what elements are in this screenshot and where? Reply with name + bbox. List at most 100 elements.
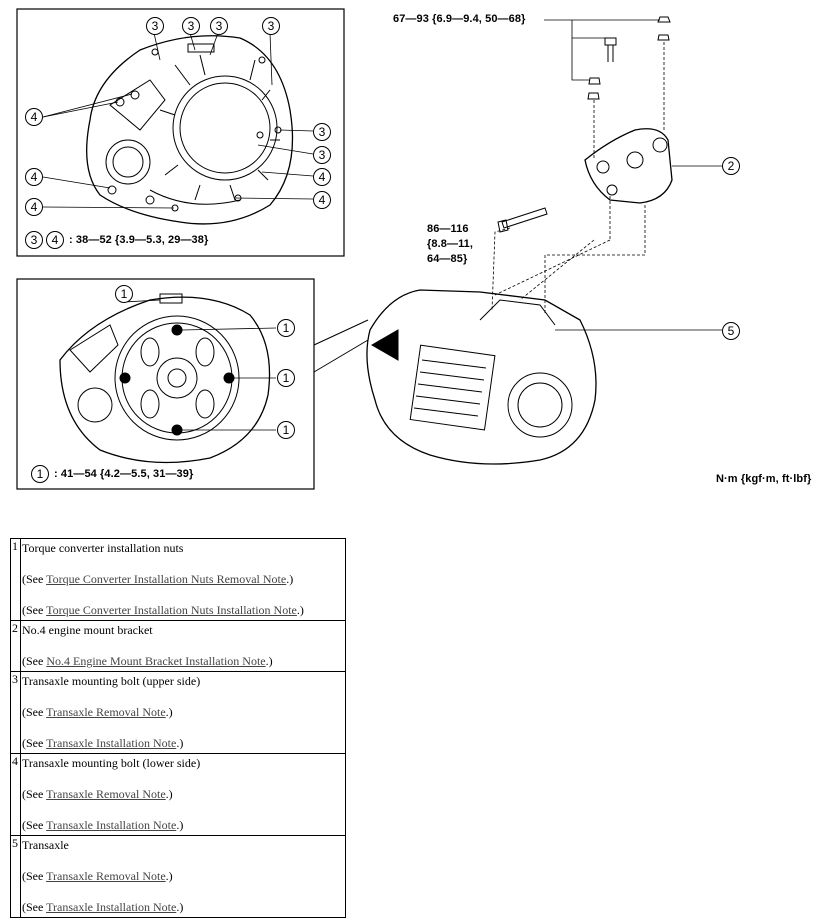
part-name: Transaxle bbox=[22, 838, 69, 852]
converter-housing-drawing bbox=[86, 35, 294, 225]
part-number: 5 bbox=[10, 835, 21, 918]
bolt-nut-drawings bbox=[497, 16, 671, 233]
part-description: Torque converter installation nuts (See T… bbox=[20, 538, 346, 621]
spacer bbox=[22, 556, 345, 571]
part-description: No.4 engine mount bracket (See No.4 Engin… bbox=[20, 620, 346, 672]
spacer bbox=[22, 587, 345, 602]
spacer bbox=[22, 771, 345, 786]
note-link[interactable]: No.4 Engine Mount Bracket Installation N… bbox=[46, 654, 266, 668]
see-reference: (See Torque Converter Installation Nuts … bbox=[22, 602, 345, 618]
exploded-view-diagram: 3 3 3 3 4 3 3 4 4 4 4 3 4 : 38—52 {3.9—5… bbox=[16, 8, 812, 490]
marker-4: 4 bbox=[25, 198, 43, 216]
part-description: Transaxle mounting bolt (lower side) (See… bbox=[20, 753, 346, 836]
marker-3: 3 bbox=[313, 123, 331, 141]
marker-3: 3 bbox=[262, 17, 280, 35]
marker-1: 1 bbox=[277, 421, 295, 439]
see-prefix: (See bbox=[22, 654, 47, 668]
see-suffix: .) bbox=[265, 654, 273, 668]
marker-4: 4 bbox=[25, 168, 43, 186]
see-prefix: (See bbox=[22, 705, 47, 719]
see-suffix: .) bbox=[176, 900, 184, 914]
see-prefix: (See bbox=[22, 736, 47, 750]
part-number: 4 bbox=[10, 753, 21, 836]
marker-3: 3 bbox=[182, 17, 200, 35]
see-suffix: .) bbox=[165, 787, 173, 801]
see-reference: (See Transaxle Removal Note.) bbox=[22, 704, 345, 720]
see-reference: (See Transaxle Removal Note.) bbox=[22, 786, 345, 802]
marker-5: 5 bbox=[722, 322, 740, 340]
upper-bolt-torque-c: 64—85} bbox=[427, 253, 468, 265]
part-description: Transaxle mounting bolt (upper side) (See… bbox=[20, 671, 346, 754]
note-link[interactable]: Transaxle Installation Note bbox=[46, 736, 177, 750]
see-prefix: (See bbox=[22, 787, 47, 801]
marker-3: 3 bbox=[313, 146, 331, 164]
lower-detail-frame bbox=[16, 278, 315, 490]
upper-detail-frame bbox=[16, 8, 345, 257]
see-reference: (See Transaxle Installation Note.) bbox=[22, 817, 345, 833]
see-reference: (See Transaxle Removal Note.) bbox=[22, 868, 345, 884]
note-link[interactable]: Transaxle Removal Note bbox=[46, 869, 166, 883]
spacer bbox=[22, 884, 345, 899]
bolts-3-4-torque: : 38—52 {3.9—5.3, 29—38} bbox=[69, 234, 209, 246]
part-name: No.4 engine mount bracket bbox=[22, 623, 153, 637]
spacer bbox=[22, 638, 345, 653]
see-reference: (See Transaxle Installation Note.) bbox=[22, 899, 345, 915]
upper-bolt-torque-a: 86—116 bbox=[427, 223, 469, 235]
spacer bbox=[22, 802, 345, 817]
marker-2: 2 bbox=[722, 157, 740, 175]
marker-1: 1 bbox=[31, 465, 49, 483]
engine-mount-bracket-drawing bbox=[584, 128, 673, 204]
see-suffix: .) bbox=[176, 818, 184, 832]
part-name: Transaxle mounting bolt (upper side) bbox=[22, 674, 201, 688]
spacer bbox=[22, 853, 345, 868]
nuts-1-torque: : 41—54 {4.2—5.5, 31—39} bbox=[54, 468, 194, 480]
part-number: 1 bbox=[10, 538, 21, 621]
see-suffix: .) bbox=[176, 736, 184, 750]
note-link[interactable]: Transaxle Removal Note bbox=[46, 705, 166, 719]
marker-4: 4 bbox=[313, 168, 331, 186]
see-reference: (See Torque Converter Installation Nuts … bbox=[22, 571, 345, 587]
marker-4: 4 bbox=[313, 191, 331, 209]
marker-1: 1 bbox=[277, 369, 295, 387]
diagram-artwork bbox=[16, 8, 722, 490]
marker-3: 3 bbox=[210, 17, 228, 35]
upper-bolt-torque-b: {8.8—11, bbox=[427, 238, 474, 250]
see-suffix: .) bbox=[296, 603, 304, 617]
note-link[interactable]: Torque Converter Installation Nuts Insta… bbox=[46, 603, 297, 617]
see-prefix: (See bbox=[22, 603, 47, 617]
see-reference: (See Transaxle Installation Note.) bbox=[22, 735, 345, 751]
marker-4: 4 bbox=[46, 231, 64, 249]
part-number: 2 bbox=[10, 620, 21, 672]
torque-units: N·m {kgf·m, ft·lbf} bbox=[716, 473, 812, 485]
see-prefix: (See bbox=[22, 572, 47, 586]
part-description: Transaxle(See Transaxle Removal Note.)(S… bbox=[20, 835, 346, 918]
see-prefix: (See bbox=[22, 818, 47, 832]
see-reference: (See No.4 Engine Mount Bracket Installat… bbox=[22, 653, 345, 669]
see-prefix: (See bbox=[22, 869, 47, 883]
marker-3: 3 bbox=[25, 231, 43, 249]
note-link[interactable]: Transaxle Installation Note bbox=[46, 818, 177, 832]
part-name: Transaxle mounting bolt (lower side) bbox=[22, 756, 201, 770]
note-link[interactable]: Transaxle Removal Note bbox=[46, 787, 166, 801]
marker-1: 1 bbox=[277, 319, 295, 337]
see-suffix: .) bbox=[165, 705, 173, 719]
marker-4: 4 bbox=[25, 108, 43, 126]
note-link[interactable]: Torque Converter Installation Nuts Remov… bbox=[46, 572, 287, 586]
see-prefix: (See bbox=[22, 900, 47, 914]
note-link[interactable]: Transaxle Installation Note bbox=[46, 900, 177, 914]
see-suffix: .) bbox=[286, 572, 294, 586]
marker-1: 1 bbox=[115, 285, 133, 303]
see-suffix: .) bbox=[165, 869, 173, 883]
marker-3: 3 bbox=[146, 17, 164, 35]
spacer bbox=[22, 689, 345, 704]
bracket-torque-callout: 67—93 {6.9—9.4, 50—68} bbox=[393, 13, 526, 25]
part-name: Torque converter installation nuts bbox=[22, 541, 184, 555]
transaxle-drawing bbox=[366, 289, 597, 465]
part-number: 3 bbox=[10, 671, 21, 754]
